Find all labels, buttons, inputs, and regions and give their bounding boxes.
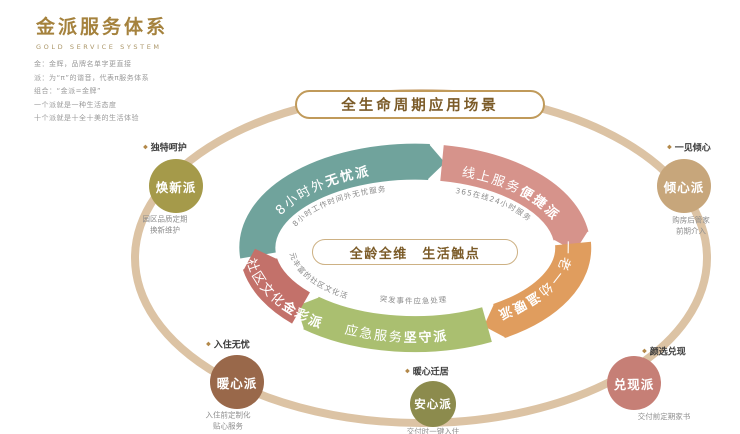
- arc-wennuanpai: [483, 241, 592, 339]
- arc-note-jianshoupai: 突发事件应急处理: [379, 293, 447, 306]
- node-desc-duixianpai: 交付前定期家书: [637, 411, 691, 421]
- node-huanxinpai: 焕新派: [149, 159, 203, 213]
- diamond-icon: ◆: [642, 347, 647, 354]
- arc-bianjiepai: [440, 145, 589, 252]
- brand-note-line: 一个派就是一种生活态度: [34, 100, 117, 109]
- brand-subtitle: GOLD SERVICE SYSTEM: [36, 43, 162, 51]
- node-tag-huanxinpai: ◆ 独特呵护: [143, 141, 187, 154]
- brand-notes: 金：金辉，品牌名单字更直接 派：为“π”的谐音，代表π服务体系 组合：“金派=金…: [34, 58, 204, 126]
- top-banner: 全生命周期应用场景: [295, 90, 545, 119]
- node-tag-anxinpai: ◆ 暖心迁居: [405, 365, 449, 378]
- brand-note-line: 十个派就是十全十美的生活体验: [34, 114, 139, 122]
- diamond-icon: ◆: [206, 340, 211, 347]
- brand-note-line: 组合：“金派=金牌”: [34, 87, 102, 95]
- node-anxinpai: 安心派: [410, 381, 456, 427]
- node-tag-label: 一见倾心: [674, 143, 711, 154]
- arc-jianshoupai: [296, 296, 492, 353]
- node-tag-label: 颜选兑现: [649, 347, 686, 358]
- node-desc-nuanxinpai: 入住前定制化 贴心服务: [205, 410, 251, 431]
- center-label: 全龄全维 生活触点: [312, 239, 518, 265]
- node-desc-qingxinpai: 购房后管家 前期介入: [672, 215, 710, 236]
- node-tag-label: 入住无忧: [213, 340, 250, 351]
- node-nuanxinpai: 暖心派: [210, 355, 264, 409]
- node-tag-duixianpai: ◆ 颜选兑现: [642, 345, 686, 358]
- diamond-icon: ◆: [405, 367, 410, 374]
- node-tag-qingxinpai: ◆ 一见倾心: [667, 141, 711, 154]
- node-desc-anxinpai: 交付时一键入住: [406, 426, 460, 434]
- node-qingxinpai: 倾心派: [657, 159, 711, 213]
- arc-jincaipai: [242, 248, 311, 324]
- node-tag-nuanxinpai: ◆ 入住无忧: [206, 338, 250, 351]
- brand-note-line: 派：为“π”的谐音，代表π服务体系: [34, 73, 150, 82]
- brand-logo: 金派服务体系 GOLD SERVICE SYSTEM: [36, 12, 168, 51]
- diamond-icon: ◆: [143, 143, 148, 150]
- diamond-icon: ◆: [667, 143, 672, 150]
- node-tag-label: 暖心迁居: [412, 367, 449, 378]
- node-duixianpai: 兑现派: [607, 356, 661, 410]
- arc-wuyoupai: [239, 143, 445, 259]
- node-tag-label: 独特呵护: [150, 143, 187, 154]
- brand-note-line: 金：金辉，品牌名单字更直接: [34, 60, 132, 68]
- brand-title: 金派服务体系: [36, 16, 169, 38]
- node-desc-huanxinpai: 园区品质定期 换新维护: [142, 214, 188, 235]
